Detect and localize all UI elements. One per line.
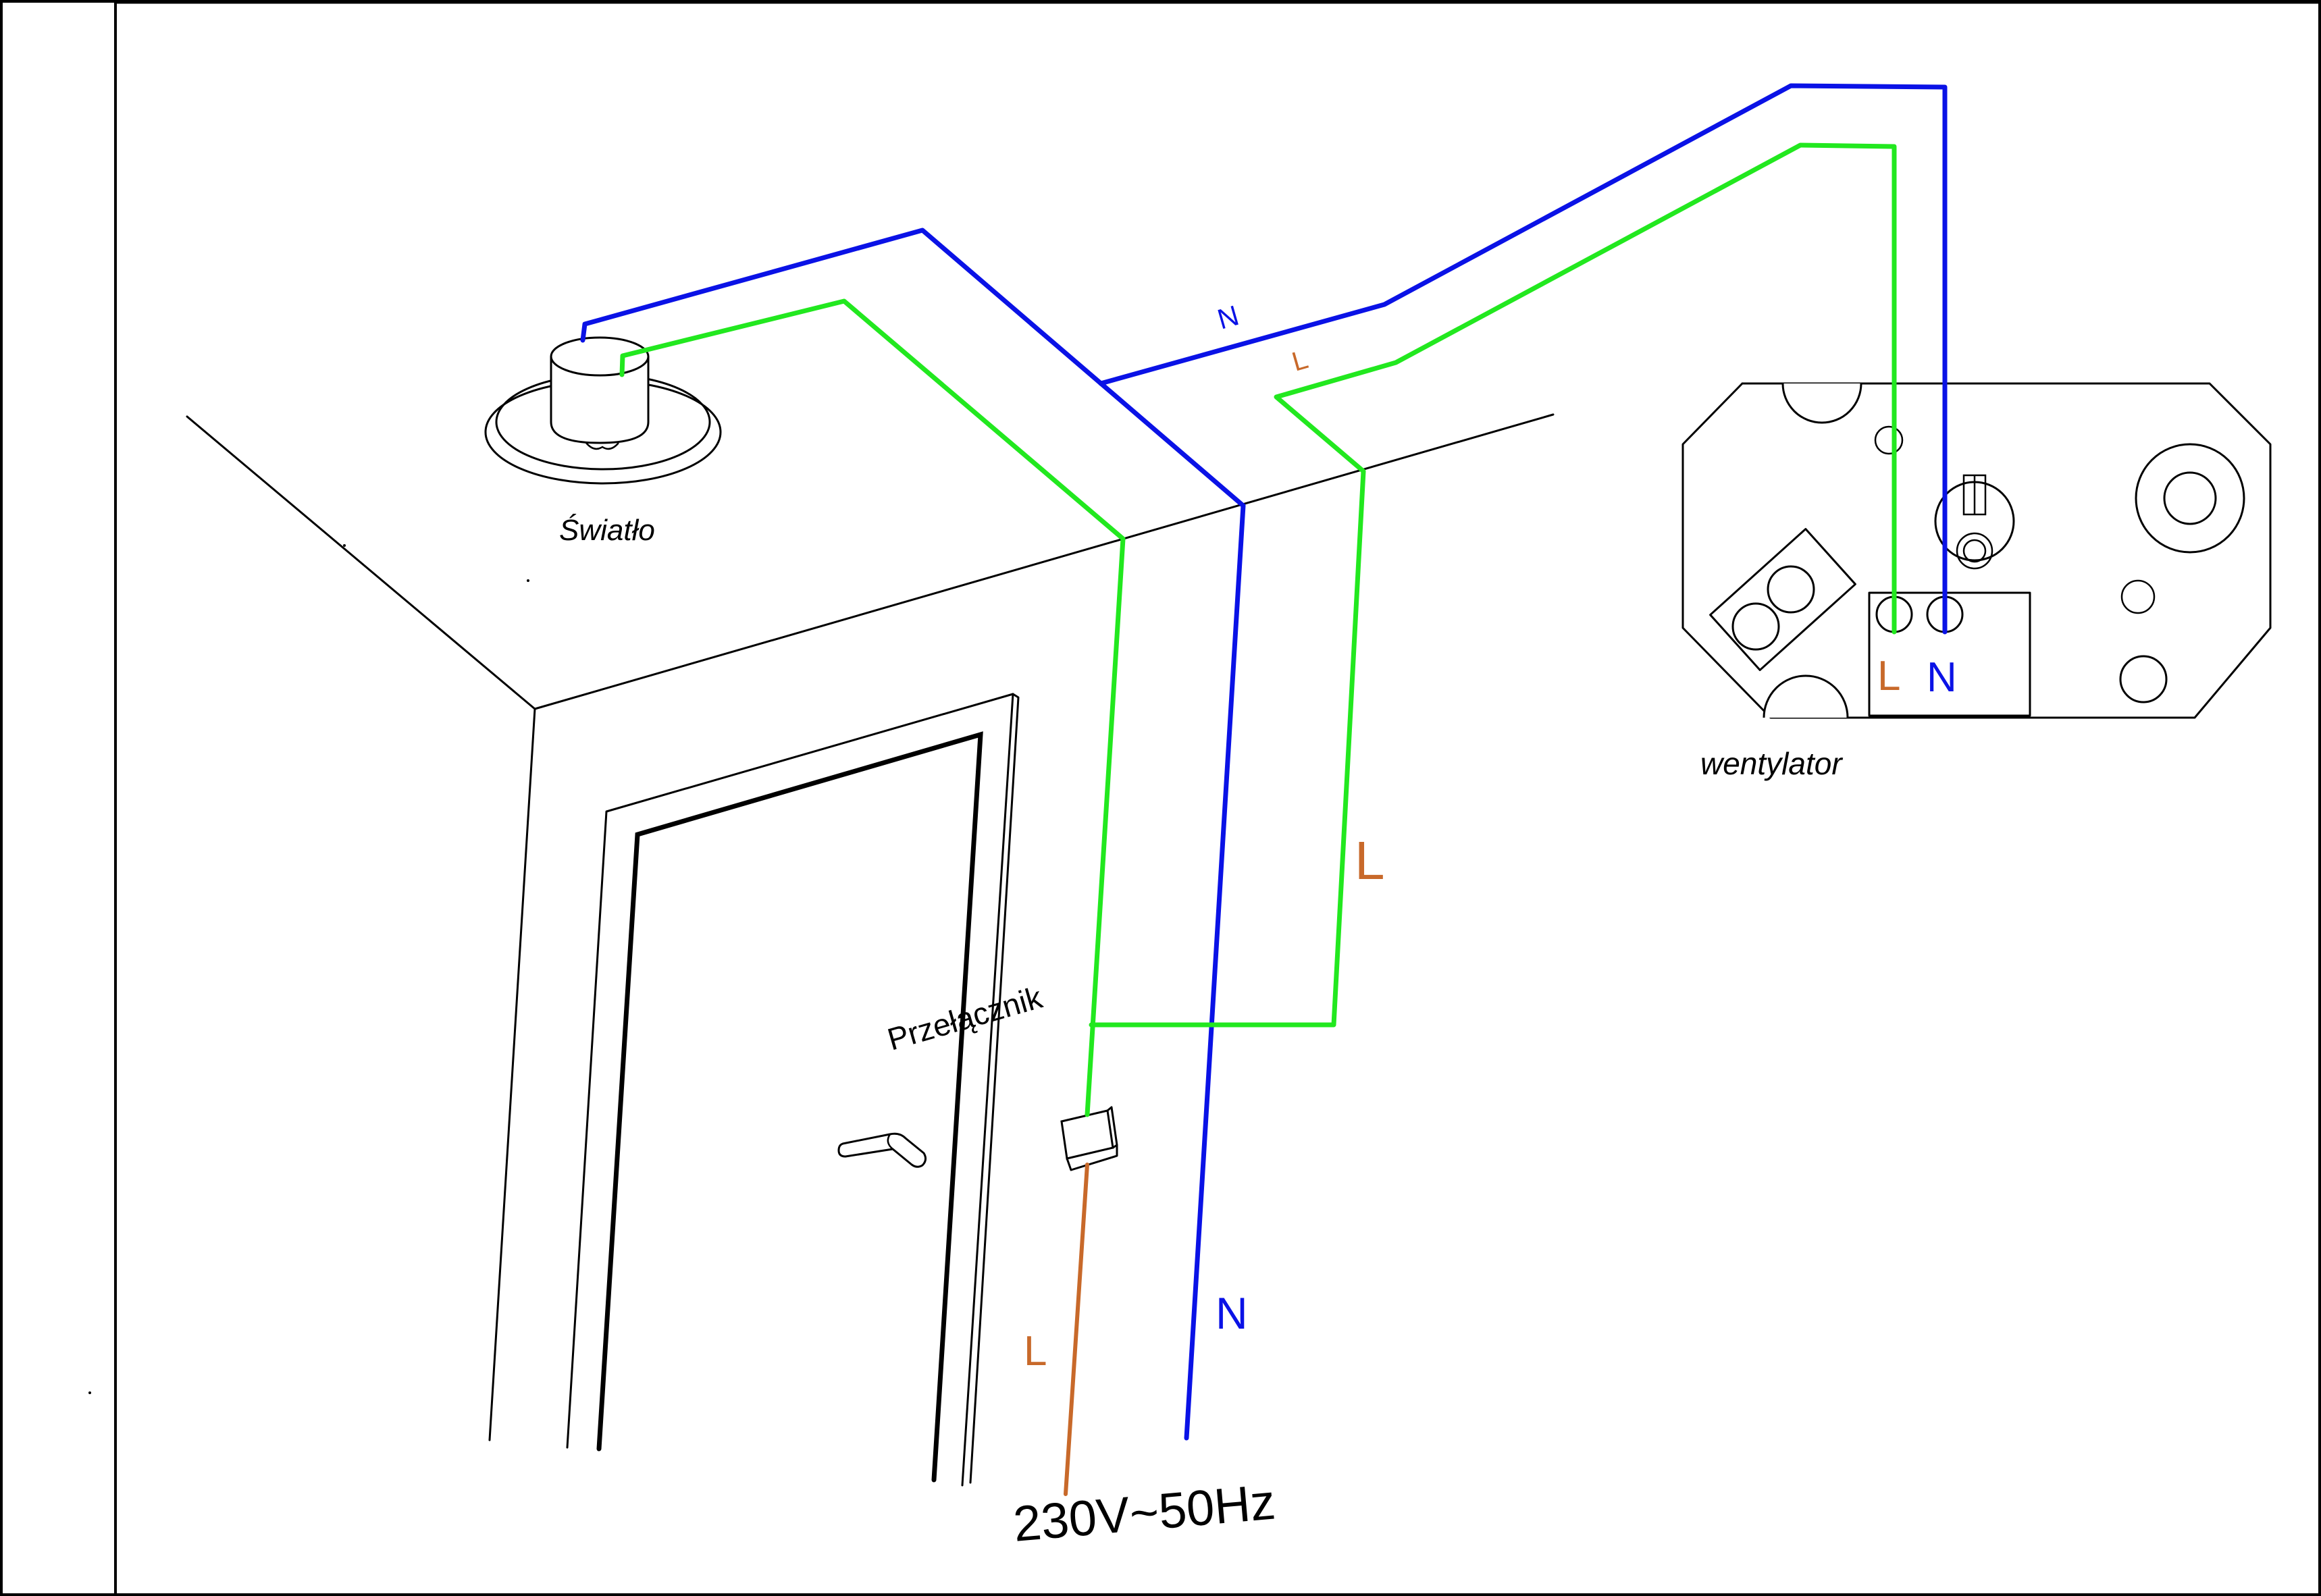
door	[566, 693, 1020, 1487]
neutral-wire-fan	[1098, 83, 1948, 635]
fan-bottom-notch	[1763, 674, 1849, 718]
live-top-label: L	[1288, 344, 1311, 377]
stray-marks	[88, 544, 529, 1394]
fan-top-notches	[1781, 383, 1862, 424]
neutral-bottom-label: N	[1216, 1288, 1248, 1338]
fan-cable-clamp	[1709, 528, 1856, 671]
light-label: Światło	[559, 512, 655, 547]
live-wires	[619, 142, 1897, 1117]
supply-label: 230V~50Hz	[1011, 1473, 1278, 1552]
terminal-l-label: L	[1877, 653, 1900, 699]
live-side-label: L	[1355, 830, 1385, 890]
neutral-top-label: N	[1214, 299, 1243, 336]
fan-label: wentylator	[1700, 746, 1843, 781]
fan-motor-ring	[2135, 443, 2245, 554]
supply-live-wire	[1064, 1163, 1089, 1496]
wall-switch	[1060, 1106, 1118, 1171]
neutral-wire-light	[580, 228, 1246, 508]
terminal-n-label: N	[1927, 654, 1957, 701]
live-bottom-label: L	[1024, 1328, 1047, 1375]
neutral-wires	[580, 83, 1948, 1441]
door-handle	[837, 1132, 927, 1168]
live-wire-bridge	[1089, 142, 1897, 1028]
fan-unit	[1681, 382, 2272, 719]
neutral-wire-main	[1184, 503, 1246, 1441]
live-wire-light	[619, 298, 1126, 1117]
fan-bolt	[1934, 474, 2015, 570]
ceiling-light	[484, 336, 722, 485]
room-wall-outline	[186, 413, 1555, 1441]
